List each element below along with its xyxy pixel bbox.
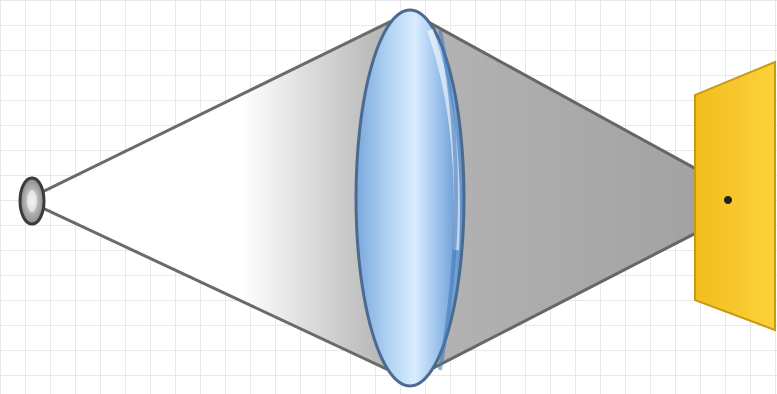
light-cone-incoming [34, 12, 410, 380]
screen [695, 62, 775, 330]
light-source-glint [27, 190, 37, 212]
focal-point [724, 196, 732, 204]
